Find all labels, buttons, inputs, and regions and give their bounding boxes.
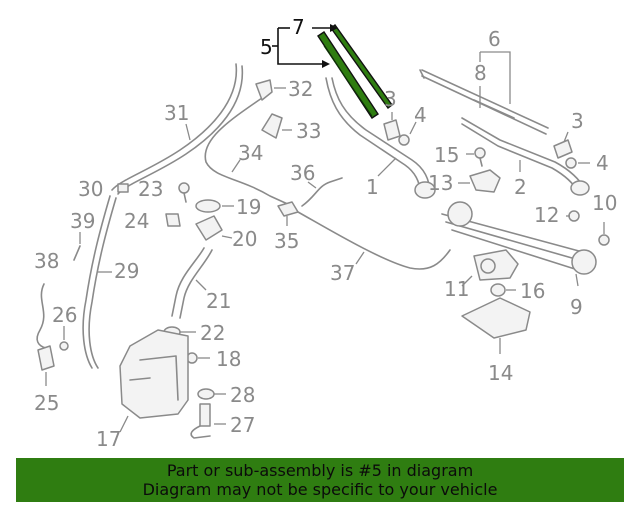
label-1: 1 [366,175,379,199]
bolt-12[interactable] [566,210,580,222]
filler-tube-21[interactable] [171,247,213,319]
label-4-left: 4 [414,103,427,127]
bolt-18[interactable] [186,352,210,364]
label-37: 37 [330,261,355,285]
connector-36[interactable] [301,177,343,207]
label-13: 13 [428,171,453,195]
label-34: 34 [238,141,263,165]
label-8: 8 [474,61,487,85]
grommet-16[interactable] [490,283,516,297]
cover-14[interactable] [461,297,531,354]
wiper-arm-right[interactable] [461,117,590,196]
label-26: 26 [52,303,77,327]
label-7: 7 [292,15,305,39]
label-35: 35 [274,229,299,253]
label-18: 18 [216,347,241,371]
filler-neck-20[interactable] [195,215,233,241]
valve-25[interactable] [37,345,55,386]
label-2: 2 [514,175,527,199]
label-16: 16 [520,279,545,303]
hose-37[interactable] [297,211,451,270]
label-5: 5 [260,35,273,59]
label-24: 24 [124,209,149,233]
connector-32[interactable] [255,79,286,101]
wiper-arm-left[interactable] [325,77,436,199]
hose-34[interactable] [204,97,293,207]
sensor-26[interactable] [59,326,69,351]
grommet-28[interactable] [197,388,226,400]
label-10: 10 [592,191,617,215]
callout-labels: 1 2 3 3 4 4 5 6 7 8 9 10 11 12 13 14 15 … [34,15,617,451]
connector-35[interactable] [277,201,299,226]
label-27: 27 [230,413,255,437]
label-3-left: 3 [384,87,397,111]
label-33: 33 [296,119,321,143]
label-23: 23 [138,177,163,201]
label-17: 17 [96,427,121,451]
cap-3-left[interactable] [383,112,401,141]
label-14: 14 [488,361,513,385]
label-39: 39 [70,209,95,233]
label-4-right: 4 [596,151,609,175]
connector-39[interactable] [73,232,81,261]
bolt-10[interactable] [598,222,610,246]
hose-38[interactable] [36,283,47,349]
label-22: 22 [200,321,225,345]
pump-27[interactable] [190,403,226,439]
hose-31[interactable] [111,63,244,195]
label-20: 20 [232,227,257,251]
wiper-linkage-9[interactable] [441,201,597,287]
banner-line-part: Part or sub-assembly is #5 in diagram [166,461,474,480]
part-info-banner: Part or sub-assembly is #5 in diagram Di… [16,458,624,502]
label-29: 29 [114,259,139,283]
label-32: 32 [288,77,313,101]
label-21: 21 [206,289,231,313]
label-11: 11 [444,277,469,301]
bolt-15[interactable] [466,147,486,167]
connector-33[interactable] [261,113,292,139]
label-38: 38 [34,249,59,273]
nut-4-right[interactable] [565,157,590,169]
bolt-23[interactable] [178,182,190,203]
cap-19[interactable] [195,199,234,213]
wiper-motor-11[interactable] [461,249,519,287]
nut-4-left[interactable] [398,121,417,146]
label-12: 12 [534,203,559,227]
label-36: 36 [290,161,315,185]
label-28: 28 [230,383,255,407]
bracket-13[interactable] [458,169,501,193]
wiper-blade-right[interactable] [419,51,549,135]
label-30: 30 [78,177,103,201]
clip-24[interactable] [165,213,181,227]
label-15: 15 [434,143,459,167]
label-9: 9 [570,295,583,319]
banner-line-disclaimer: Diagram may not be specific to your vehi… [142,480,498,499]
parts-diagram: 1 2 3 3 4 4 5 6 7 8 9 10 11 12 13 14 15 … [34,15,617,451]
label-6: 6 [488,27,501,51]
highlighted-wiper-blade[interactable] [317,24,393,119]
label-25: 25 [34,391,59,415]
washer-reservoir-17[interactable] [119,329,189,433]
label-3-right: 3 [571,109,584,133]
label-31: 31 [164,101,189,125]
label-19: 19 [236,195,261,219]
connector-30[interactable] [117,183,129,193]
hose-29[interactable] [82,195,117,369]
label-5-7-leaders [272,24,338,68]
cap-3-right[interactable] [553,131,573,159]
